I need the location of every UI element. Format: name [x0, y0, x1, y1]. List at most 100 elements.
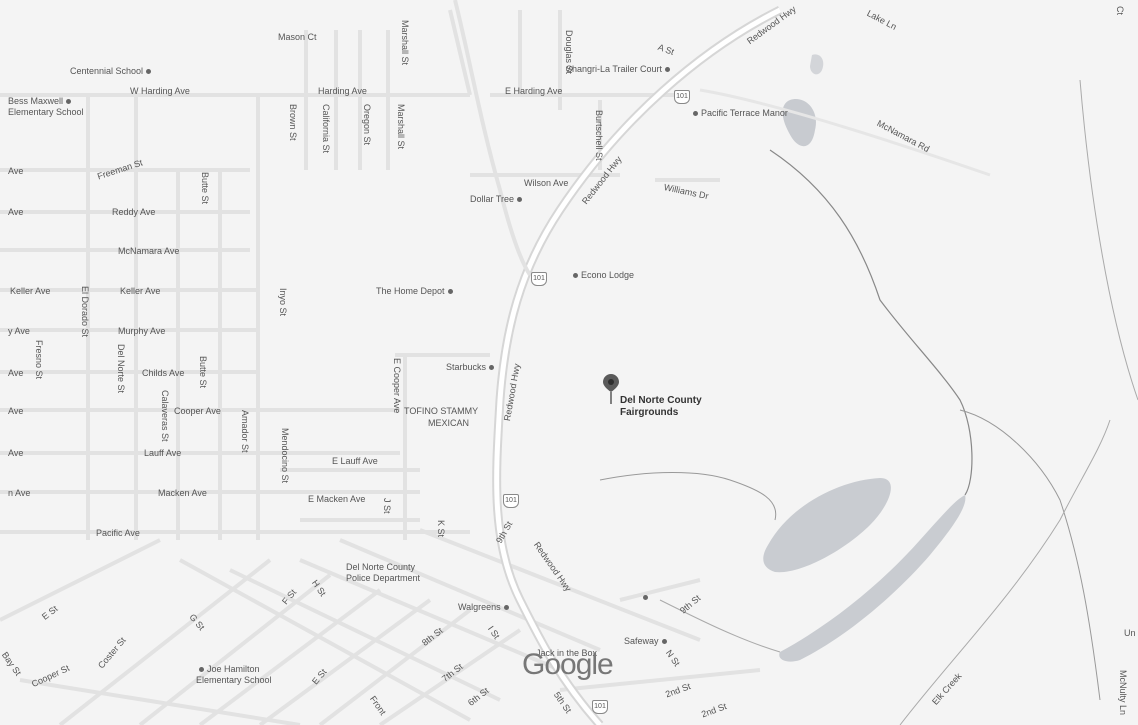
street-label: E Lauff Ave	[332, 456, 378, 466]
lagoon-small	[810, 54, 824, 75]
poi-marker-icon	[447, 289, 453, 295]
street-label: Ct	[1115, 6, 1125, 15]
street-label: Keller Ave	[120, 286, 161, 296]
street-label: Lauff Ave	[144, 448, 182, 458]
poi-name: Dollar Tree	[470, 194, 515, 204]
poi-label: Walgreens	[458, 602, 512, 612]
google-logo: Google	[522, 648, 614, 681]
street-label: Reddy Ave	[112, 207, 156, 217]
street-label: Calaveras St	[160, 390, 170, 442]
street-label: Keller Ave	[10, 286, 51, 296]
poi-label: TOFINO STAMMY	[404, 406, 479, 416]
street-label: Butte St	[200, 172, 210, 205]
street-label: McNamara Ave	[118, 246, 180, 256]
poi-marker-icon	[665, 67, 671, 73]
poi-label: Econo Lodge	[570, 270, 634, 280]
poi-label: Jack in the Box	[536, 648, 598, 658]
poi-marker-icon	[573, 273, 578, 279]
poi-marker-icon	[517, 197, 523, 203]
poi-label: The Home Depot	[376, 286, 456, 296]
street-label: Ave	[8, 448, 24, 458]
street-label: Murphy Ave	[118, 326, 166, 336]
street-label: Butte St	[198, 356, 208, 389]
street-label: Harding Ave	[318, 86, 367, 96]
lake-earl	[763, 478, 891, 573]
location-pin-icon[interactable]	[603, 374, 619, 406]
street-label: Ave	[8, 207, 24, 217]
poi-label-line2: MEXICAN	[428, 418, 470, 428]
pin-label: Del Norte County	[620, 395, 702, 406]
poi-marker-icon	[503, 605, 509, 611]
poi-label: Joe Hamilton	[196, 664, 260, 674]
poi-label: Dollar Tree	[470, 194, 525, 204]
lagoon-top	[782, 99, 816, 147]
street-label: E Macken Ave	[308, 494, 366, 504]
poi-marker-icon	[489, 365, 495, 371]
street-label: Macken Ave	[158, 488, 207, 498]
street-label: Cooper Ave	[174, 406, 221, 416]
street-label: Wilson Ave	[524, 178, 569, 188]
street-label: K St	[436, 520, 446, 538]
poi-name: Bess Maxwell	[8, 96, 64, 106]
poi-name: Centennial School	[70, 66, 144, 76]
street-label: Marshall St	[400, 20, 410, 66]
poi-marker-icon	[661, 639, 667, 645]
street-label: n Ave	[8, 488, 31, 498]
street-label: Marshall St	[396, 104, 406, 150]
street-label: Burtschell St	[594, 110, 604, 161]
street-label: Amador St	[240, 410, 250, 453]
elk-creek-water	[779, 495, 966, 662]
poi-marker-icon	[693, 111, 698, 117]
street-label: Mendocino St	[280, 428, 290, 484]
pin-label-line2: Fairgrounds	[620, 407, 679, 418]
poi-label-line2: Elementary School	[196, 675, 272, 685]
street-label: Fresno St	[34, 340, 44, 380]
street-label: Un	[1124, 628, 1136, 638]
poi-marker-icon	[146, 69, 152, 75]
poi-name: Joe Hamilton	[207, 664, 260, 674]
poi-label-line2: Elementary School	[8, 107, 84, 117]
poi-label-line2: Police Department	[346, 573, 421, 583]
poi-marker-icon	[643, 595, 648, 601]
poi-name: Safeway	[624, 636, 659, 646]
poi-marker	[640, 592, 651, 602]
highway-101-shield: 101	[674, 90, 690, 104]
street-label: Inyo St	[278, 288, 288, 317]
poi-name: Walgreens	[458, 602, 501, 612]
street-label: Mason Ct	[278, 32, 317, 42]
poi-label: Starbucks	[446, 362, 497, 372]
poi-name: Shangri-La Trailer Court	[566, 64, 663, 74]
poi-label: Centennial School	[70, 66, 154, 76]
street-label: E Cooper Ave	[392, 358, 402, 414]
poi-name: Starbucks	[446, 362, 487, 372]
poi-label: Pacific Terrace Manor	[690, 108, 788, 118]
street-label: y Ave	[8, 326, 30, 336]
highway-101-shield: 101	[503, 494, 519, 508]
street-label: J St	[382, 498, 392, 514]
street-label: W Harding Ave	[130, 86, 190, 96]
poi-label: Shangri-La Trailer Court	[566, 64, 673, 74]
street-label: El Dorado St	[80, 286, 90, 338]
poi-marker-icon	[199, 667, 204, 673]
street-label: Del Norte St	[116, 344, 126, 394]
highway-101-shield: 101	[531, 272, 547, 286]
poi-name: Econo Lodge	[581, 270, 635, 280]
poi-label: Bess Maxwell	[8, 96, 74, 106]
poi-name: Pacific Terrace Manor	[701, 108, 788, 118]
street-label: Brown St	[288, 104, 298, 141]
poi-label: Safeway	[624, 636, 670, 646]
street-label: Ave	[8, 406, 24, 416]
street-label: Oregon St	[362, 104, 372, 146]
street-label: Ave	[8, 166, 24, 176]
highway-101-shield: 101	[592, 700, 608, 714]
poi-name: The Home Depot	[376, 286, 445, 296]
street-label: McNulty Ln	[1118, 670, 1128, 716]
street-label: Pacific Ave	[96, 528, 140, 538]
street-label: California St	[321, 104, 331, 154]
poi-label: Del Norte County	[346, 562, 416, 572]
poi-marker-icon	[66, 99, 72, 105]
street-label: Childs Ave	[142, 368, 185, 378]
street-label: E Harding Ave	[505, 86, 563, 96]
